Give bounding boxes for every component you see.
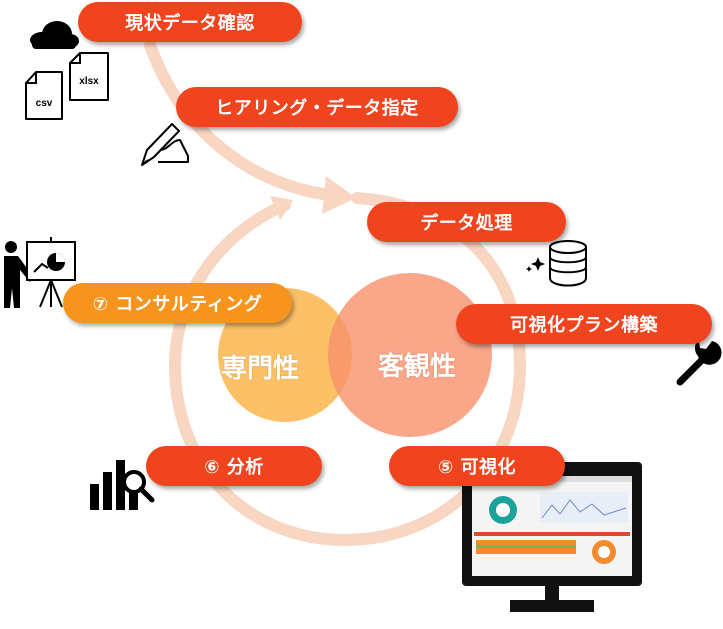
cloud-icon: [30, 21, 79, 49]
step-7-consulting: ⑦ コンサルティング: [63, 283, 292, 323]
venn-circle-right: [328, 273, 492, 437]
csv-label: csv: [36, 98, 53, 109]
flow-arrow: [144, 39, 336, 201]
step-visualization-plan: 可視化プラン構築: [456, 304, 712, 344]
pen-signature-icon: [141, 123, 189, 166]
step-current-data-check: 現状データ確認: [78, 2, 302, 42]
xlsx-file-icon: xlsx: [69, 52, 109, 101]
xlsx-label: xlsx: [79, 76, 99, 87]
step-hearing-data-spec: ヒアリング・データ指定: [176, 87, 458, 127]
step-6-analysis: ⑥ 分析: [146, 446, 322, 486]
flow-arrowhead: [322, 176, 356, 214]
presenter-icon: [4, 237, 76, 308]
venn-label-objectivity: 客観性: [378, 352, 457, 382]
csv-file-icon: csv: [25, 71, 63, 120]
database-icon: [549, 240, 587, 287]
venn-label-expertise: 専門性: [221, 354, 300, 384]
step-data-processing: データ処理: [367, 202, 566, 242]
chart-search-icon: [90, 460, 155, 510]
wrench-icon: [676, 335, 722, 386]
sparkle-icon: [526, 257, 545, 272]
monitor-icon: [462, 462, 642, 612]
cycle-arrowhead: [270, 196, 293, 220]
step-5-visualization: ⑤ 可視化: [389, 446, 565, 486]
